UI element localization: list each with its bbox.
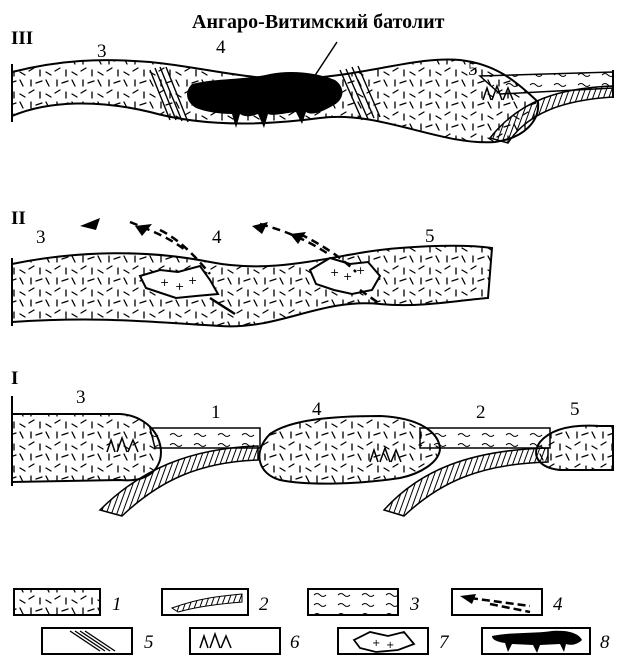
legend-label-3: 3	[409, 594, 420, 615]
svg-text:+: +	[160, 276, 169, 289]
legend-label-7: 7	[439, 632, 450, 653]
stage-I-label: I	[11, 368, 18, 389]
stage-I-block-1: 1	[211, 402, 221, 423]
stage-II-block-3: 3	[36, 227, 46, 248]
legend-swatch-6	[190, 628, 280, 654]
legend-label-5: 5	[144, 632, 154, 653]
stage-I: I 3 1 4 2 5	[11, 368, 613, 516]
legend-swatch-1	[14, 589, 100, 615]
stage-I-block-3-crust	[12, 414, 161, 482]
title-leader-line	[312, 42, 337, 80]
legend-label-6: 6	[290, 632, 300, 653]
stage-I-block-4: 4	[312, 399, 322, 420]
svg-text:+: +	[330, 266, 339, 279]
legend: 1 2 3 4 5 6 + + 7 8	[14, 589, 610, 654]
stage-II-label: II	[11, 208, 26, 229]
stage-III-label: III	[11, 28, 33, 49]
svg-text:+: +	[343, 270, 352, 283]
legend-label-4: 4	[553, 594, 563, 615]
stage-II-block-4: 4	[212, 227, 222, 248]
stage-II-crust	[12, 246, 492, 327]
stage-III: III 3 4 5 Ангаро-Витимский батолит	[11, 11, 613, 143]
stage-III-block-3: 3	[97, 41, 107, 62]
svg-text:+: +	[386, 640, 394, 651]
batholith-title: Ангаро-Витимский батолит	[192, 11, 445, 33]
legend-label-1: 1	[112, 594, 122, 615]
stage-III-block-4: 4	[216, 37, 226, 58]
legend-label-8: 8	[600, 632, 610, 653]
svg-text:+: +	[175, 280, 184, 293]
stage-I-block-5: 5	[570, 399, 580, 420]
stage-II-arrowheads	[80, 218, 306, 244]
stage-I-block-2: 2	[476, 402, 486, 423]
svg-text:+: +	[372, 638, 380, 649]
stage-I-block-4-crust	[259, 416, 440, 484]
svg-text:+: +	[356, 264, 365, 277]
stage-I-basin-1	[150, 428, 260, 448]
legend-swatch-3	[308, 589, 398, 615]
svg-text:+: +	[188, 274, 197, 287]
stage-I-block-3: 3	[76, 387, 86, 408]
stage-II-block-5: 5	[425, 226, 435, 247]
legend-label-2: 2	[259, 594, 269, 615]
stage-II: II 3 4 5 + + + + + +	[11, 208, 492, 326]
